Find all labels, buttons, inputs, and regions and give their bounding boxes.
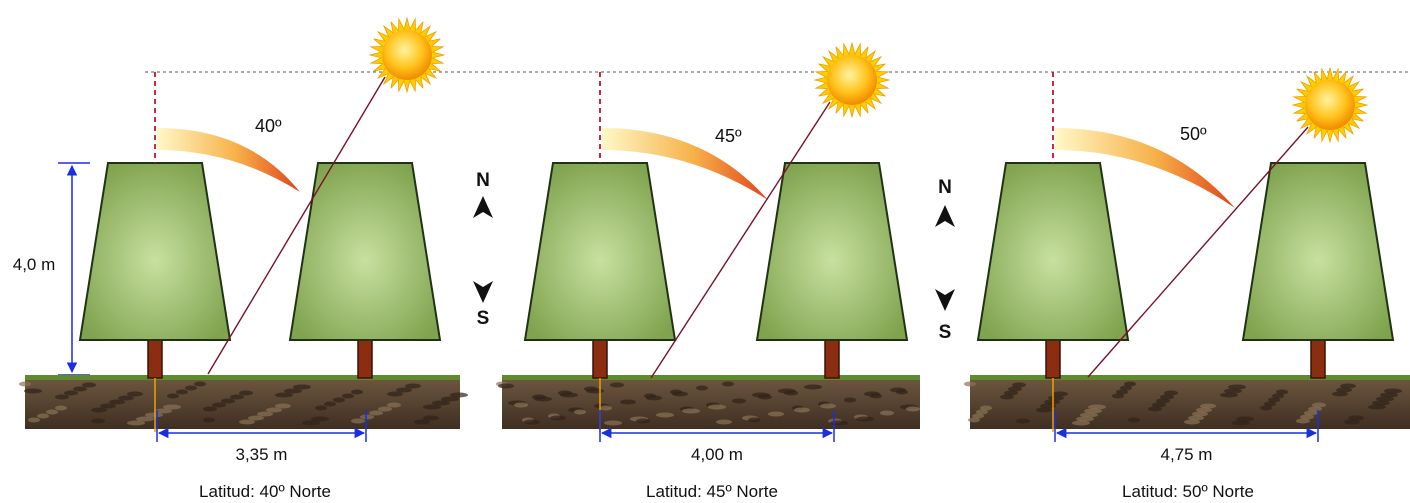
latitude-panel: 50º 4,75 m Latitud: 50º Norte [964,66,1410,501]
ground [496,375,920,429]
latitude-label: Latitud: 45º Norte [646,482,778,501]
tree-left [976,162,1130,379]
tree-trunk [1045,337,1061,379]
tree-canopy [976,162,1130,341]
angle-arc [602,128,768,200]
angle-label: 50º [1180,124,1207,144]
sun-ray [650,101,831,379]
tree-right [755,162,909,379]
north-arrow-icon [473,196,493,218]
sun-icon [368,16,446,94]
latitude-label: Latitud: 50º Norte [1122,482,1254,501]
latitude-panel: 40º 3,35 m Latitud: 40º Norte [19,16,468,501]
south-label: S [477,308,490,329]
tree-canopy [78,162,232,341]
ground [19,375,468,429]
tree-trunk [824,337,840,379]
spacing-dimension [599,410,835,442]
spacing-label: 4,75 m [1161,445,1213,464]
tree-left [523,162,677,379]
angle-label: 40º [255,116,282,136]
compass-2: N S [935,177,955,343]
latitude-panel: 45º 4,00 m Latitud: 45º Norte [496,41,920,501]
tree-trunk [147,337,163,379]
tree-canopy [523,162,677,341]
tree-canopy [1241,162,1395,341]
north-label: N [476,170,490,191]
height-label: 4,0 m [13,255,56,274]
tree-trunk [1310,337,1326,379]
spacing-label: 3,35 m [236,445,288,464]
sun-icon [813,41,891,119]
spacing-label: 4,00 m [691,445,743,464]
tree-canopy [288,162,442,341]
sun-ray [207,76,386,375]
ground [964,375,1410,429]
spacing-dimension [1054,410,1319,442]
south-arrow-icon [473,281,493,303]
height-dimension [58,162,90,376]
tree-trunk [592,337,608,379]
sun-ray [1087,126,1309,378]
tree-trunk [357,337,373,379]
sun-icon [1291,66,1369,144]
latitude-label: Latitud: 40º Norte [199,482,331,501]
spacing-dimension [156,410,367,442]
compass-1: N S [473,170,493,329]
south-label: S [939,322,952,343]
angle-arc [157,128,300,192]
south-arrow-icon [935,289,955,311]
tree-canopy [755,162,909,341]
north-label: N [938,177,952,198]
tree-right [1241,162,1395,379]
north-arrow-icon [935,205,955,227]
tree-right [288,162,442,379]
angle-arc [1055,128,1235,208]
angle-label: 45º [715,126,742,146]
tree-left [78,162,232,379]
